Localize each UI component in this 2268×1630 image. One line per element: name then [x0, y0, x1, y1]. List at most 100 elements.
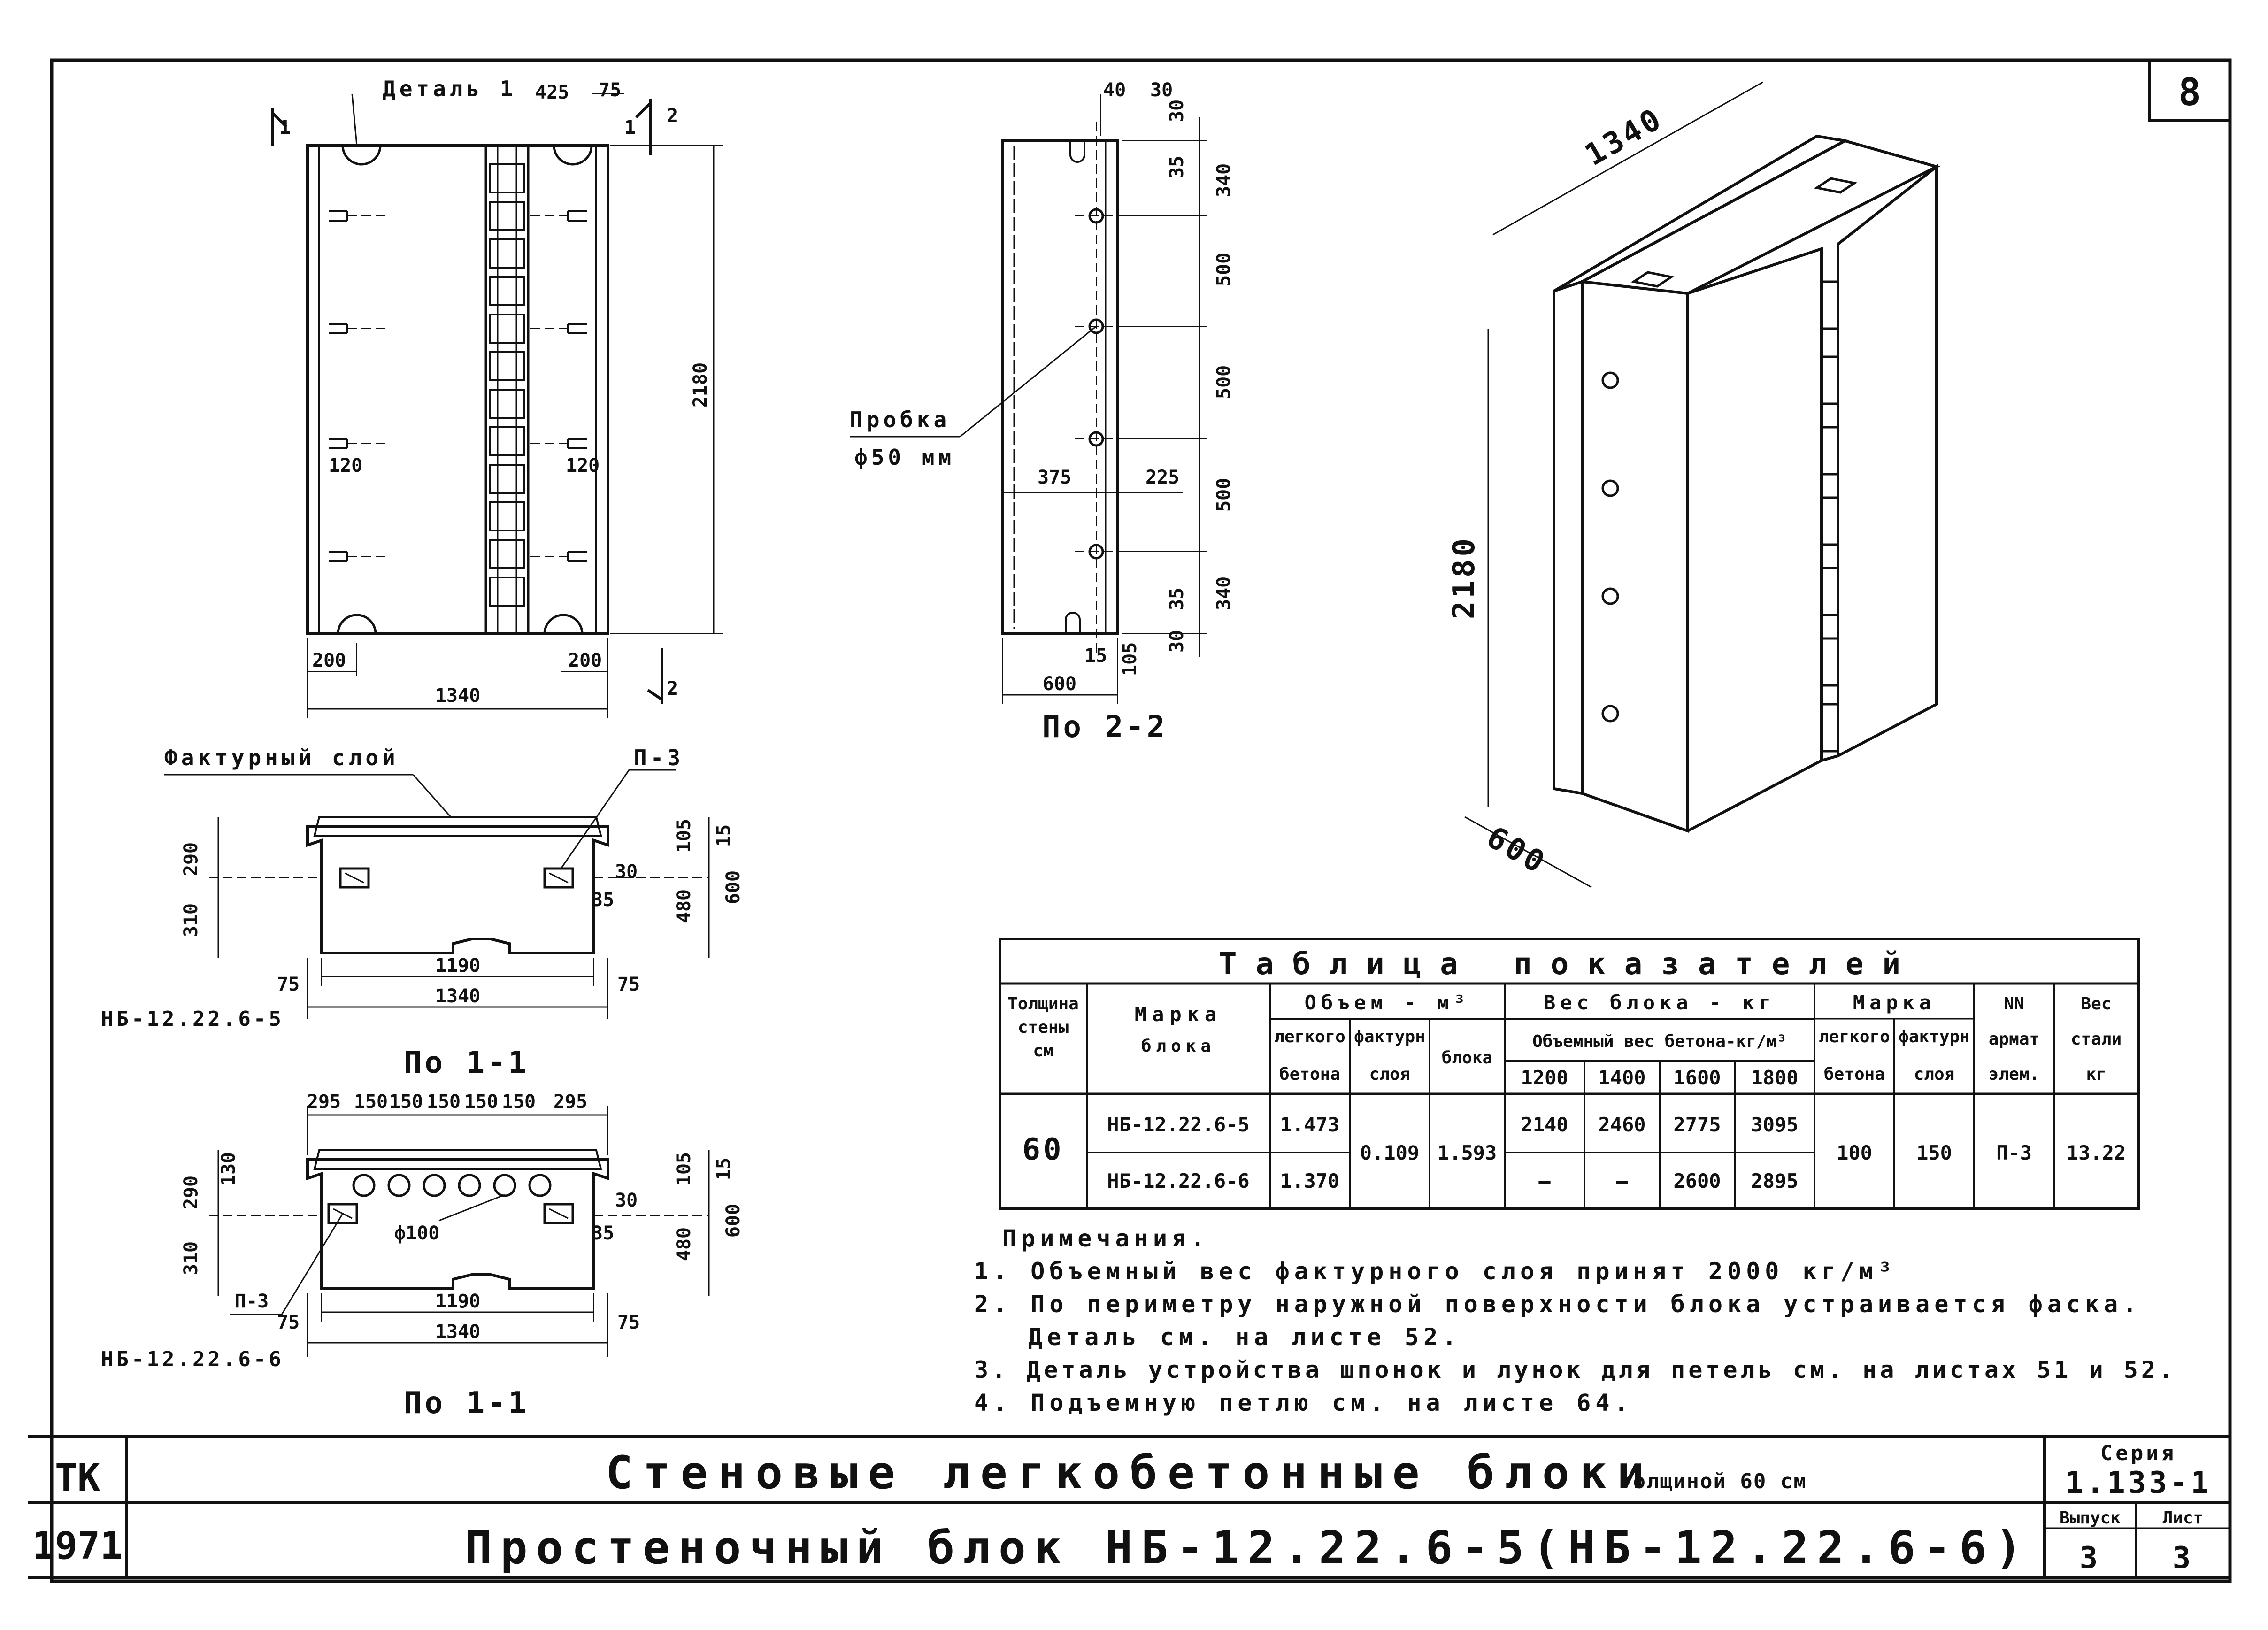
th-vol-light-2: бетона	[1279, 1065, 1340, 1084]
issue-value: 3	[2080, 1541, 2101, 1576]
th-vol-texture-2: слоя	[1369, 1065, 1410, 1084]
dim-top-6: 295	[554, 1091, 587, 1113]
cell-w1600: 2775	[1673, 1113, 1721, 1136]
th-steel-3: кг	[2086, 1065, 2106, 1084]
th-grade-light-2: бетона	[1824, 1065, 1885, 1084]
table-row: НБ-12.22.6-6 1.370 — — 2600 2895	[1107, 1169, 1798, 1192]
dim-30-bottom: 30	[1166, 630, 1188, 653]
sheet-subtitle: Простеночный блок НБ-12.22.6-5(НБ-12.22.…	[465, 1522, 2030, 1574]
dim-2180-elevation: 2180	[690, 362, 711, 408]
sheet-value: 3	[2173, 1541, 2194, 1576]
dim-30-b: 30	[1166, 100, 1188, 122]
dim-15: 15	[1084, 645, 1107, 667]
th-density-1400: 1400	[1598, 1066, 1645, 1089]
cell-thickness: 60	[1022, 1132, 1064, 1167]
dim-500-a: 500	[1213, 253, 1235, 286]
dim-375: 375	[1038, 467, 1071, 488]
dim-40: 40	[1103, 79, 1126, 101]
issue-label: Выпуск	[2060, 1508, 2121, 1528]
th-thickness-2: стены	[1018, 1018, 1069, 1037]
cell-grade-texture: 150	[1916, 1141, 1952, 1164]
note-item: 4. Подъемную петлю см. на листе 64.	[974, 1389, 1633, 1416]
th-density-1200: 1200	[1521, 1066, 1568, 1089]
dim-75-left-b: 75	[277, 1312, 300, 1333]
th-steel-2: стали	[2071, 1030, 2122, 1049]
section-2-2-view	[850, 94, 1207, 704]
th-density-1800: 1800	[1751, 1066, 1798, 1089]
plug-label: Пробка	[850, 407, 950, 432]
th-mark-2: блока	[1141, 1037, 1215, 1056]
dim-top-3: 150	[427, 1091, 461, 1113]
isometric-view	[1464, 81, 1941, 888]
dim-75-left-a: 75	[277, 974, 300, 995]
title-block	[28, 1435, 2230, 1579]
section-1-1-b-view	[209, 1106, 710, 1357]
cell-steel: 13.22	[2067, 1141, 2126, 1164]
dim-1340-b: 1340	[435, 1321, 480, 1343]
sheet-number-box	[2148, 59, 2231, 122]
th-vol-light-1: легкого	[1274, 1027, 1345, 1046]
dim-15-b: 15	[713, 1158, 735, 1180]
dim-225: 225	[1146, 467, 1179, 488]
indicators-table	[999, 938, 2140, 1210]
dim-310-a: 310	[180, 903, 202, 937]
th-steel-1: Вес	[2081, 994, 2111, 1014]
dim-600-a: 600	[723, 870, 744, 904]
th-grade-light-1: легкого	[1819, 1027, 1890, 1046]
dim-105: 105	[1119, 642, 1141, 676]
iso-dim-2180: 2180	[1447, 536, 1482, 619]
dim-30-top: 30	[1150, 79, 1173, 101]
dim-1190-b: 1190	[435, 1291, 480, 1312]
section-1-1-b-caption: По 1-1	[404, 1386, 529, 1421]
sheet-title: Стеновые легкобетонные блоки	[606, 1446, 1654, 1499]
note-item: 1. Объемный вес фактурного слоя принят 2…	[974, 1258, 1897, 1285]
dim-35-b-sec: 35	[592, 1222, 614, 1244]
elevation-outline	[306, 144, 609, 635]
dim-120-right: 120	[566, 455, 600, 477]
th-volume: Объем - м³	[1305, 991, 1470, 1014]
section-2-2-caption: По 2-2	[1042, 710, 1168, 745]
cell-vol-light: 1.370	[1280, 1169, 1339, 1192]
th-density-1600: 1600	[1673, 1066, 1721, 1089]
section-mark-1-right: 1	[624, 117, 636, 138]
cell-w1800: 3095	[1751, 1113, 1798, 1136]
dim-75-right-a: 75	[617, 974, 640, 995]
th-vol-block: блока	[1442, 1048, 1492, 1068]
th-weight: Вес блока - кг	[1544, 991, 1776, 1014]
elevation-view	[271, 93, 723, 718]
p3-label-a: П-3	[634, 745, 684, 770]
cell-vol-block: 1.593	[1438, 1141, 1497, 1164]
series-label: Серия	[2100, 1441, 2176, 1465]
th-rebar-2: армат	[1989, 1030, 2039, 1049]
section-mark-1-left: 1	[279, 117, 291, 138]
th-grade-texture-1: фактурн	[1899, 1027, 1970, 1046]
dim-105-b: 105	[673, 1152, 695, 1186]
cell-w1200: 2140	[1521, 1113, 1568, 1136]
mark-nb-5: НБ-12.22.6-5	[101, 1007, 284, 1031]
org-code: ТК	[55, 1456, 100, 1499]
dim-600-section-2-2: 600	[1043, 673, 1076, 695]
th-thickness-1: Толщина	[1007, 994, 1079, 1014]
cell-w1600: 2600	[1673, 1169, 1721, 1192]
dim-top-2: 150	[389, 1091, 423, 1113]
cell-w1800: 2895	[1751, 1169, 1798, 1192]
th-grade: Марка	[1853, 991, 1936, 1014]
dim-600-b: 600	[723, 1204, 744, 1238]
th-weight-sub: Объемный вес бетона-кг/м³	[1532, 1032, 1787, 1051]
dim-290-a: 290	[180, 842, 202, 876]
cell-grade-light: 100	[1837, 1141, 1872, 1164]
iso-dim-600: 600	[1481, 820, 1553, 881]
dim-35-top: 35	[1166, 156, 1188, 178]
cell-w1200: —	[1538, 1169, 1551, 1192]
dim-480-a: 480	[673, 889, 695, 923]
th-grade-texture-2: слоя	[1914, 1065, 1955, 1084]
section-mark-2-bottom: 2	[667, 678, 678, 700]
note-item: 3. Деталь устройства шпонок и лунок для …	[974, 1356, 2176, 1384]
dim-200-left: 200	[312, 650, 346, 671]
dim-1340-a: 1340	[435, 985, 480, 1007]
mark-nb-6: НБ-12.22.6-6	[101, 1347, 284, 1371]
dim-340-top: 340	[1213, 163, 1235, 197]
section-1-1-a-caption: По 1-1	[404, 1046, 529, 1080]
dim-1190-a: 1190	[435, 955, 480, 976]
dim-top-4: 150	[464, 1091, 498, 1113]
